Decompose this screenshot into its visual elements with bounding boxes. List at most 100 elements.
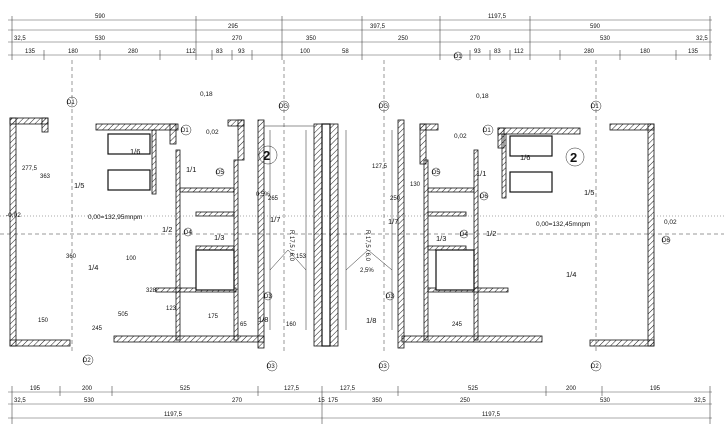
dim-bottom-r2-8: 530 xyxy=(600,398,611,404)
room-right-1-7: 1/7 xyxy=(388,217,398,226)
room-right-1-4: 1/4 xyxy=(566,270,576,279)
idim-9: 123 xyxy=(166,306,177,312)
mark-2: D5 xyxy=(432,170,440,176)
interior-partitions xyxy=(107,125,553,341)
unit-label-right: 2 xyxy=(570,150,577,165)
idim-18: 130 xyxy=(410,182,421,188)
unit-marker-right xyxy=(565,147,585,167)
top-dimension-chains: 590 295 397,5 1197,5 590 32,5 530 270 35… xyxy=(8,14,712,60)
dim-bottom-8: 195 xyxy=(650,386,661,392)
axis-top-1: D1 xyxy=(67,100,75,106)
idim-4: 245 xyxy=(92,326,103,332)
level-top-right: 0,18 xyxy=(476,93,489,100)
room-left-1-1: 1/1 xyxy=(186,165,196,174)
top-axis-markers: D1 D1 D1 DG DG D1 D1 xyxy=(66,51,602,352)
dim-top-r3-9: 93 xyxy=(474,49,481,55)
dim-top-r2-6: 270 xyxy=(470,36,481,42)
idim-8: 328 xyxy=(146,288,157,294)
dim-top-r3-5: 83 xyxy=(216,49,223,55)
dim-top-r3-7: 100 xyxy=(300,49,311,55)
idim-14: 175 xyxy=(208,314,219,320)
dim-top-r3-2: 180 xyxy=(68,49,79,55)
idim-20: 2,5% xyxy=(360,268,374,274)
idim-2: 277,5 xyxy=(22,166,38,172)
unit-label-left: 2 xyxy=(263,148,270,163)
unit-marker-left xyxy=(258,145,278,165)
dim-top-1: 590 xyxy=(95,14,106,20)
idim-6: 505 xyxy=(118,312,129,318)
idim-7: 100 xyxy=(126,256,137,262)
dim-top-r2-8: 32,5 xyxy=(696,36,708,42)
axis-top-6: D1 xyxy=(591,104,599,110)
axis-bottom-4: D2 xyxy=(591,364,599,370)
dim-bottom-r2-4: 15 xyxy=(318,398,325,404)
bottom-dimension-chains: 195 200 525 127,5 127,5 525 200 195 32,5… xyxy=(8,386,712,424)
dim-top-r2-7: 530 xyxy=(600,36,611,42)
dim-bottom-r2-6: 350 xyxy=(372,398,383,404)
room-left-1-5: 1/5 xyxy=(74,181,84,190)
dim-top-r3-13: 180 xyxy=(640,49,651,55)
idim-10: 65 xyxy=(240,322,247,328)
mark-8: D6 xyxy=(662,238,670,244)
dim-bottom-5: 127,5 xyxy=(340,386,356,392)
dim-bottom-3: 525 xyxy=(180,386,191,392)
rooms-left: 1/1 1/2 1/3 1/4 1/5 1/6 1/7 1/8 xyxy=(74,147,280,324)
level-main-left: 0,00=132,95mnpm xyxy=(88,214,142,221)
level-marks: 0,18 0,18 0,02 0,02 -0,02 0,02 0,00=132,… xyxy=(6,91,677,228)
room-right-1-6: 1/6 xyxy=(520,153,530,162)
idim-15: 127,5 xyxy=(372,164,388,170)
room-right-1-1: 1/1 xyxy=(476,169,486,178)
dim-top-r3-10: 83 xyxy=(494,49,501,55)
level-porch-left: 0,02 xyxy=(206,129,219,136)
dim-top-r2-4: 350 xyxy=(306,36,317,42)
room-right-1-3: 1/3 xyxy=(436,234,446,243)
axis-bottom-2: D3 xyxy=(267,364,275,370)
room-left-1-3: 1/3 xyxy=(214,233,224,242)
dim-bottom-r2-5: 175 xyxy=(328,398,339,404)
dim-top-r3-1: 135 xyxy=(25,49,36,55)
mark-1: D5 xyxy=(216,170,224,176)
dim-bottom-r3-2: 1197,5 xyxy=(482,412,501,418)
room-right-1-5: 1/5 xyxy=(584,188,594,197)
idim-13: 153 xyxy=(296,254,307,260)
room-left-1-7: 1/7 xyxy=(270,215,280,224)
element-marks: D5 D5 D4 D4 D3 D3 D6 D6 xyxy=(183,167,670,301)
mark-3: D4 xyxy=(184,230,192,236)
idim-19: 0,5% xyxy=(256,192,270,198)
rooms-right: 1/1 1/2 1/3 1/4 1/5 1/6 1/7 1/8 xyxy=(366,153,594,325)
idim-5: 150 xyxy=(38,318,49,324)
dim-top-r2-2: 530 xyxy=(95,36,106,42)
dim-bottom-r2-3: 270 xyxy=(232,398,243,404)
idim-11: 160 xyxy=(286,322,297,328)
dim-bottom-r2-9: 32,5 xyxy=(694,398,706,404)
dim-bottom-r3-1: 1197,5 xyxy=(164,412,183,418)
room-left-1-2: 1/2 xyxy=(162,225,172,234)
mark-6: D3 xyxy=(386,294,394,300)
dim-bottom-1: 195 xyxy=(30,386,41,392)
axis-top-2: D1 xyxy=(181,128,189,134)
dim-top-r2-5: 250 xyxy=(398,36,409,42)
room-right-1-8: 1/8 xyxy=(366,316,376,325)
dim-top-r3-3: 280 xyxy=(128,49,139,55)
room-left-1-4: 1/4 xyxy=(88,263,98,272)
dim-bottom-7: 200 xyxy=(566,386,577,392)
axis-top-4: DG xyxy=(279,104,288,110)
idim-16: 250 xyxy=(390,196,401,202)
level-porch-right: 0,02 xyxy=(454,133,467,140)
idim-17: 245 xyxy=(452,322,463,328)
level-side-left: -0,02 xyxy=(6,212,21,219)
mark-5: D3 xyxy=(264,294,272,300)
dim-bottom-6: 525 xyxy=(468,386,479,392)
level-main-right: 0,00=132,45mnpm xyxy=(536,221,590,228)
dim-bottom-r2-7: 250 xyxy=(460,398,471,404)
dim-bottom-2: 200 xyxy=(82,386,93,392)
dim-top-2: 295 xyxy=(228,24,239,30)
dim-top-r2-3: 270 xyxy=(232,36,243,42)
axis-top-7: D1 xyxy=(454,54,462,60)
idim-1: 363 xyxy=(40,174,51,180)
dim-top-4: 1197,5 xyxy=(488,14,507,20)
room-left-1-6: 1/6 xyxy=(130,147,140,156)
stair-note-left: R 17,5 / 6,0 xyxy=(288,230,294,262)
idim-12: 265 xyxy=(268,196,279,202)
